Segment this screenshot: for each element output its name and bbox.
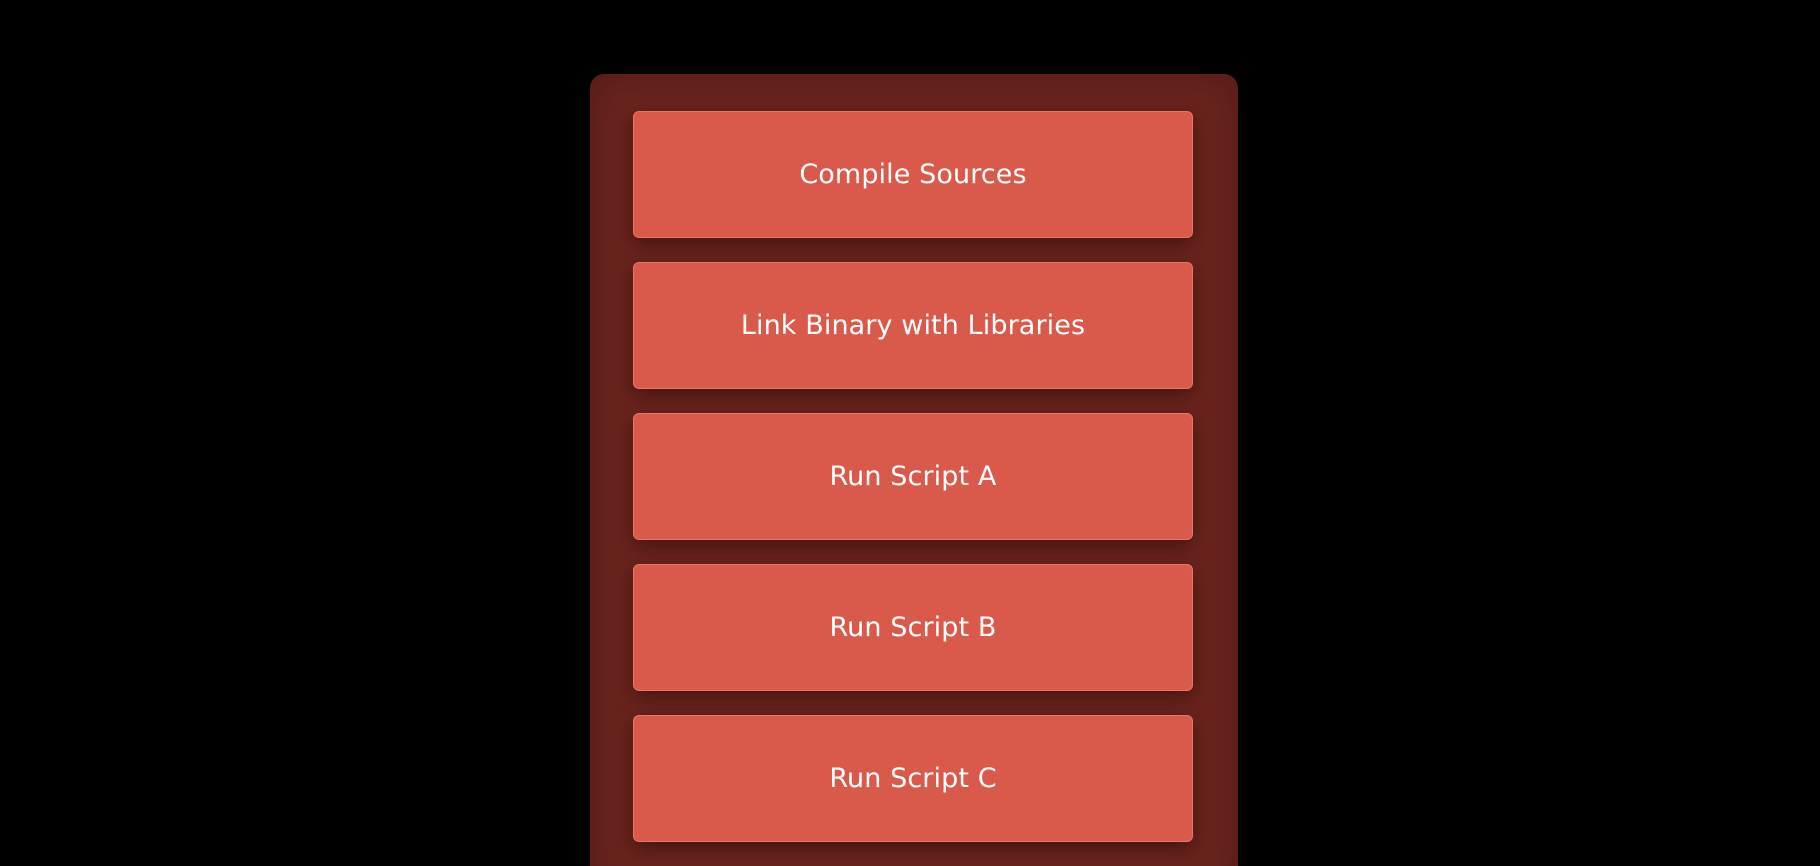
phase-run-script-a[interactable]: Run Script A <box>633 413 1193 540</box>
phase-label: Run Script C <box>829 763 997 794</box>
build-phases-panel: Compile Sources Link Binary with Librari… <box>590 74 1238 866</box>
phase-run-script-b[interactable]: Run Script B <box>633 564 1193 691</box>
phase-run-script-c[interactable]: Run Script C <box>633 715 1193 842</box>
phase-label: Link Binary with Libraries <box>740 310 1086 341</box>
phase-compile-sources[interactable]: Compile Sources <box>633 111 1193 238</box>
phase-link-binary-with-libraries[interactable]: Link Binary with Libraries <box>633 262 1193 389</box>
phase-label: Run Script B <box>829 612 997 643</box>
phase-label: Run Script A <box>829 461 997 492</box>
phase-label: Compile Sources <box>799 159 1027 190</box>
